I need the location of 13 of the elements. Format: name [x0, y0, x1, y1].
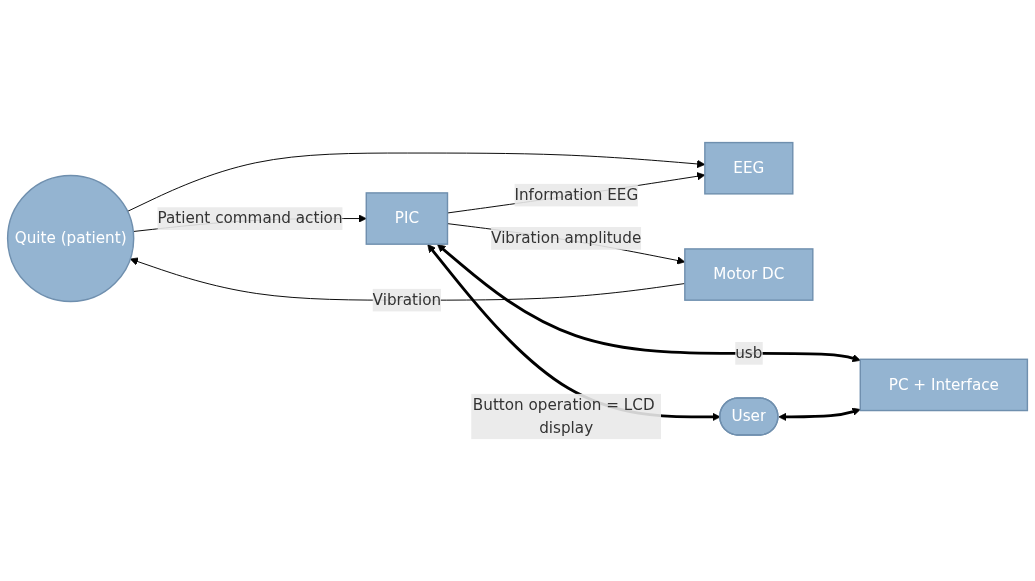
node-box: PC + Interface: [859, 358, 1029, 411]
edge-label: Button operation = LCD display: [472, 395, 655, 436]
edge-label: usb: [735, 343, 763, 362]
edge-label: Vibration amplitude: [491, 228, 642, 247]
arrow: [437, 243, 861, 362]
arrow: [778, 407, 861, 421]
node-circle: Quite (patient): [6, 174, 135, 302]
node-box: EEG: [704, 141, 794, 195]
node-box: PIC: [365, 191, 449, 245]
node-box: Motor DC: [684, 247, 814, 301]
edge-label: Patient command action: [157, 208, 343, 227]
edge-label: Information EEG: [514, 185, 639, 204]
edge-label: Vibration: [372, 290, 442, 309]
